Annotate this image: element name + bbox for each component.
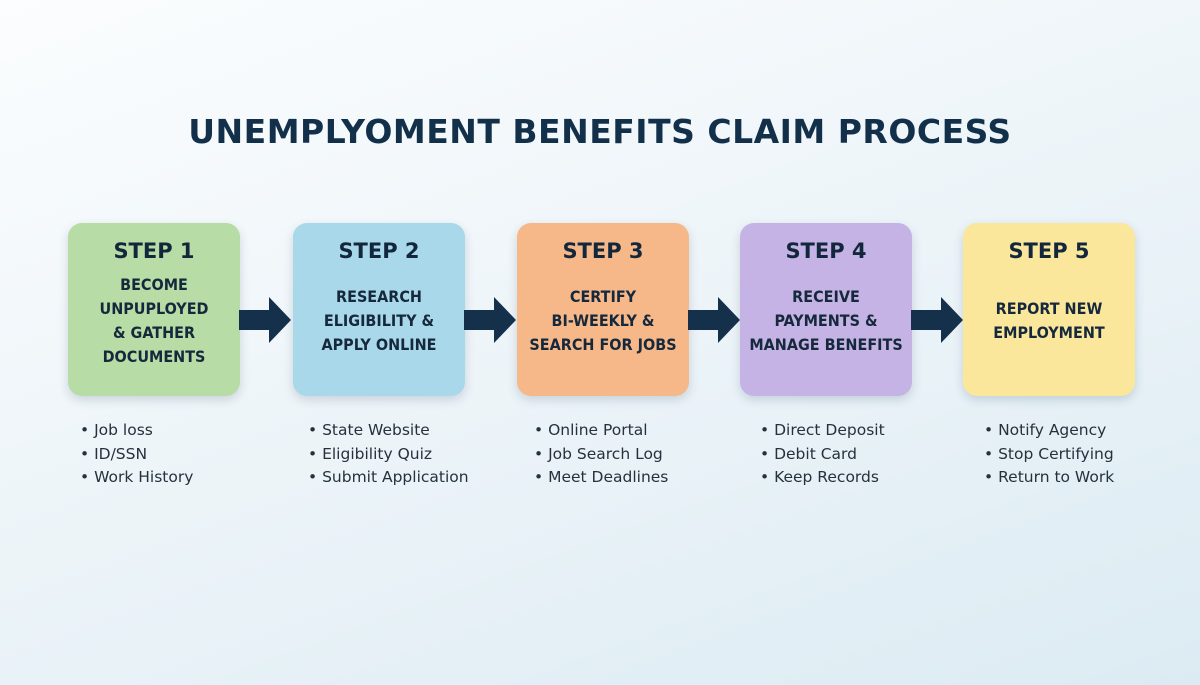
list-item: Submit Application <box>308 466 469 490</box>
step-5-text: REPORT NEW EMPLOYMENT <box>993 298 1105 342</box>
list-item: State Website <box>308 419 469 443</box>
step-1-bullets: Job loss ID/SSN Work History <box>80 419 193 490</box>
step-3-text: CERTIFY BI-WEEKLY & SEARCH FOR JOBS <box>529 286 677 354</box>
step-2-bullets: State Website Eligibility Quiz Submit Ap… <box>308 419 469 490</box>
list-item: Debit Card <box>760 443 885 467</box>
list-item: Work History <box>80 466 193 490</box>
list-item: ID/SSN <box>80 443 193 467</box>
list-item: Online Portal <box>534 419 668 443</box>
step-5-label: STEP 5 <box>1008 239 1090 263</box>
right-arrow-icon <box>911 297 963 343</box>
list-item: Eligibility Quiz <box>308 443 469 467</box>
step-2-box: STEP 2 RESEARCH ELIGIBILITY & APPLY ONLI… <box>293 223 465 396</box>
step-3-bullets: Online Portal Job Search Log Meet Deadli… <box>534 419 668 490</box>
step-3-box: STEP 3 CERTIFY BI-WEEKLY & SEARCH FOR JO… <box>517 223 689 396</box>
page-title: UNEMPLYOMENT BENEFITS CLAIM PROCESS <box>188 112 1012 151</box>
list-item: Return to Work <box>984 466 1114 490</box>
step-1-label: STEP 1 <box>113 239 195 263</box>
step-1-text: BECOME UNPUPLOYED & GATHER DOCUMENTS <box>99 274 209 366</box>
list-item: Job loss <box>80 419 193 443</box>
step-5-bullets: Notify Agency Stop Certifying Return to … <box>984 419 1114 490</box>
list-item: Notify Agency <box>984 419 1114 443</box>
step-4-label: STEP 4 <box>785 239 867 263</box>
step-1-box: STEP 1 BECOME UNPUPLOYED & GATHER DOCUME… <box>68 223 240 396</box>
step-4-box: STEP 4 RECEIVE PAYMENTS & MANAGE BENEFIT… <box>740 223 912 396</box>
right-arrow-icon <box>688 297 740 343</box>
step-4-text: RECEIVE PAYMENTS & MANAGE BENEFITS <box>749 286 903 354</box>
list-item: Direct Deposit <box>760 419 885 443</box>
step-4-bullets: Direct Deposit Debit Card Keep Records <box>760 419 885 490</box>
list-item: Stop Certifying <box>984 443 1114 467</box>
list-item: Job Search Log <box>534 443 668 467</box>
list-item: Keep Records <box>760 466 885 490</box>
step-2-label: STEP 2 <box>338 239 420 263</box>
right-arrow-icon <box>464 297 516 343</box>
step-5-box: STEP 5 REPORT NEW EMPLOYMENT <box>963 223 1135 396</box>
list-item: Meet Deadlines <box>534 466 668 490</box>
step-3-label: STEP 3 <box>562 239 644 263</box>
step-2-text: RESEARCH ELIGIBILITY & APPLY ONLINE <box>321 286 437 354</box>
right-arrow-icon <box>239 297 291 343</box>
